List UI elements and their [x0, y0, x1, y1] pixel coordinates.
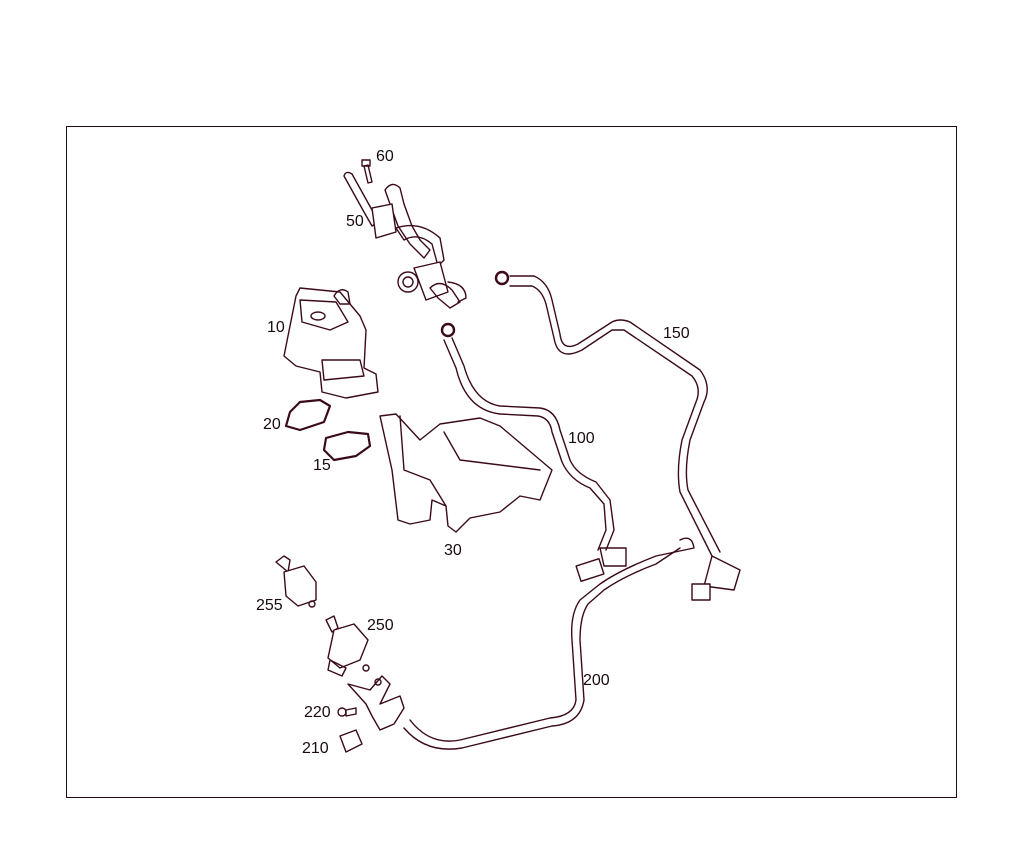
gasket-15-icon	[322, 430, 372, 462]
hose-assembly-50-icon	[343, 171, 467, 309]
callout-220: 220	[304, 704, 331, 721]
callout-15: 15	[313, 457, 331, 474]
clip-210-icon	[339, 729, 363, 753]
bolt-220-icon	[337, 707, 357, 717]
callout-20: 20	[263, 416, 281, 433]
bracket-30-icon	[379, 413, 553, 533]
housing-10-icon	[283, 287, 379, 399]
hose-200-icon	[403, 537, 695, 750]
hose-150-icon	[494, 270, 741, 601]
sensor-bracket-icon	[347, 675, 405, 731]
callout-150: 150	[663, 325, 690, 342]
gasket-20-icon	[284, 398, 332, 432]
valve-255-icon	[275, 555, 317, 608]
diagram-frame	[66, 126, 957, 798]
callout-30: 30	[444, 542, 462, 559]
bolt-60-icon	[361, 159, 373, 184]
callout-210: 210	[302, 740, 329, 757]
callout-255: 255	[256, 597, 283, 614]
valve-250-icon	[325, 615, 370, 677]
callout-100: 100	[568, 430, 595, 447]
callout-60: 60	[376, 148, 394, 165]
callout-10: 10	[267, 319, 285, 336]
hose-100-icon	[440, 322, 627, 583]
callout-250: 250	[367, 617, 394, 634]
callout-50: 50	[346, 213, 364, 230]
callout-200: 200	[583, 672, 610, 689]
